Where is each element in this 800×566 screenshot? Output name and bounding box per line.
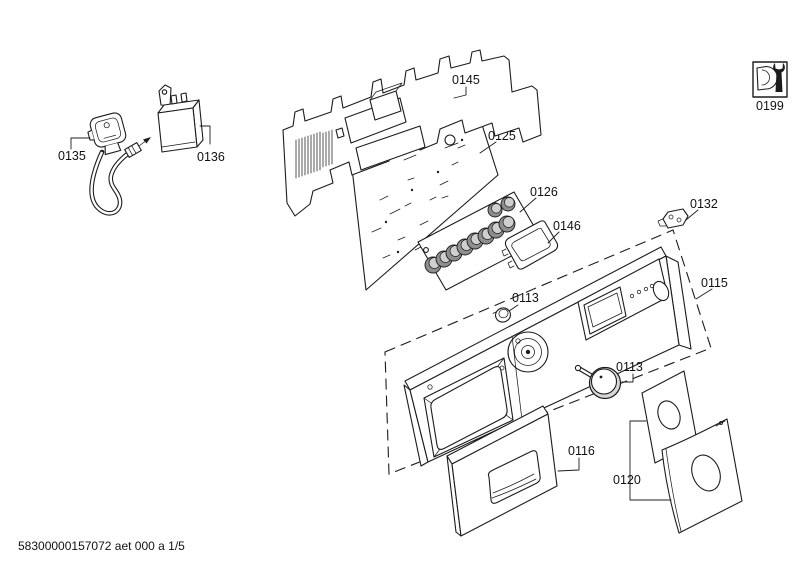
- part-label-cover-plates: 0120: [613, 473, 641, 487]
- part-label-control-panel: 0115: [701, 276, 728, 290]
- display-window-part: [501, 220, 559, 270]
- cover-plates-part: [641, 370, 743, 534]
- part-label-drawer-front: 0116: [568, 444, 595, 458]
- part-label-power-cord: 0135: [58, 149, 86, 163]
- suppressor-part: [157, 84, 204, 153]
- part-label-rotary-knob: 0113: [616, 360, 643, 374]
- service-tool-icon: [752, 61, 788, 98]
- arrow-icon: [143, 137, 151, 144]
- button-pcb-part: [417, 191, 543, 291]
- control-panel-part: [403, 246, 692, 467]
- carrier-frame-part: [282, 49, 542, 217]
- part-label-carrier-frame: 0145: [452, 73, 480, 87]
- panel-boundary-dashed: [384, 229, 712, 475]
- drawer-front-part: [446, 405, 558, 537]
- part-label-button-pcb: 0126: [530, 185, 558, 199]
- rotary-knob-part: [574, 364, 622, 400]
- pcb-buttons: [424, 196, 516, 274]
- part-label-button-cap: 0113: [512, 291, 539, 305]
- footer-document-code: 58300000157072 aet 000 a 1/5: [18, 539, 185, 553]
- power-cord-part: [87, 112, 151, 216]
- part-label-display-window: 0146: [553, 219, 581, 233]
- part-label-suppressor: 0136: [197, 150, 225, 164]
- mounting-clip-part: [657, 208, 689, 229]
- part-label-service-icon: 0199: [756, 99, 784, 113]
- part-label-mounting-clip: 0132: [690, 197, 718, 211]
- button-cap-part: [492, 307, 511, 323]
